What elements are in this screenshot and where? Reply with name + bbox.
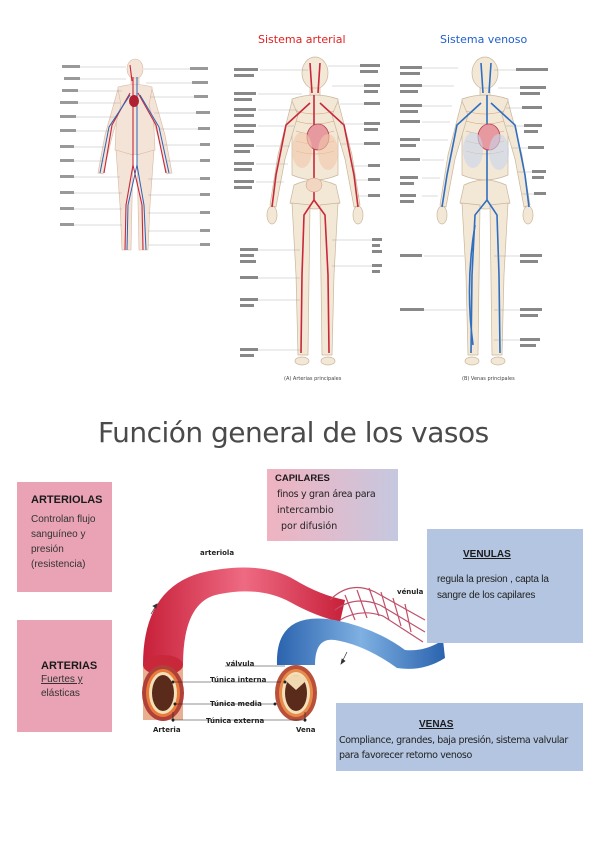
venas-title: VENAS — [419, 719, 454, 730]
venous-system-title: Sistema venoso — [440, 33, 528, 46]
arteriolas-text: Controlan flujo sanguíneo y presión (res… — [31, 512, 112, 572]
venous-labels — [400, 66, 548, 347]
label-valvula: válvula — [226, 660, 255, 668]
venas-box: VENAS Compliance, grandes, baja presión,… — [336, 703, 583, 771]
venous-system-figure — [436, 56, 534, 366]
label-tunica-media: Túnica media — [210, 700, 262, 708]
venulas-box: VENULAS regula la presion , capta la san… — [427, 529, 583, 643]
label-venula: vénula — [397, 588, 424, 596]
arterial-system-title: Sistema arterial — [258, 33, 346, 46]
arterias-title: ARTERIAS — [41, 660, 98, 672]
arterial-system-figure — [266, 56, 364, 366]
capilares-line-3: por difusión — [281, 521, 338, 532]
venulas-title: VENULAS — [463, 549, 511, 560]
venulas-line-1: regula la presion , capta la — [437, 574, 549, 585]
capilares-box: CAPILARES finos y gran área para interca… — [267, 469, 398, 541]
venulas-line-2: sangre de los capilares — [437, 590, 536, 601]
label-vena: Vena — [296, 726, 316, 734]
arteriolas-box: ARTERIOLAS Controlan flujo sanguíneo y p… — [17, 482, 112, 592]
capilares-line-2: intercambio — [277, 505, 334, 516]
section-heading: Función general de los vasos — [98, 416, 489, 449]
label-tunica-externa: Túnica externa — [206, 717, 265, 725]
venous-caption: (B) Venas principales — [462, 376, 515, 382]
label-tunica-interna: Túnica interna — [210, 676, 267, 684]
arterias-box: ARTERIAS Fuertes y elásticas — [17, 620, 112, 732]
arterial-labels — [234, 64, 382, 357]
arterias-line-2: elásticas — [41, 688, 80, 699]
arteriolas-line-3: presión — [31, 544, 64, 555]
capilares-text: finos y gran área para intercambio por d… — [275, 487, 398, 535]
arteriolas-title: ARTERIOLAS — [31, 494, 103, 506]
arterias-line-1: Fuertes y — [41, 674, 83, 685]
circulation-figure-small — [60, 58, 210, 251]
label-arteriola: arteriola — [200, 549, 235, 557]
vessel-diagram — [142, 567, 445, 722]
arteriolas-line-2: sanguíneo y — [31, 529, 86, 540]
venulas-text: regula la presion , capta la sangre de l… — [437, 572, 583, 604]
capilares-line-1: finos y gran área para — [277, 489, 376, 500]
arteriolas-line-1: Controlan flujo — [31, 514, 96, 525]
venas-text: Compliance, grandes, baja presión, siste… — [339, 733, 583, 763]
venas-line-2: para favorecer retorno venoso — [339, 750, 472, 761]
label-arteria: Arteria — [153, 726, 181, 734]
capilares-title: CAPILARES — [275, 473, 330, 484]
arterias-text: Fuertes y elásticas — [41, 673, 112, 701]
arterial-caption: (A) Arterias principales — [284, 376, 342, 382]
venas-line-1: Compliance, grandes, baja presión, siste… — [339, 735, 568, 746]
arteriolas-line-4: (resistencia) — [31, 559, 86, 570]
